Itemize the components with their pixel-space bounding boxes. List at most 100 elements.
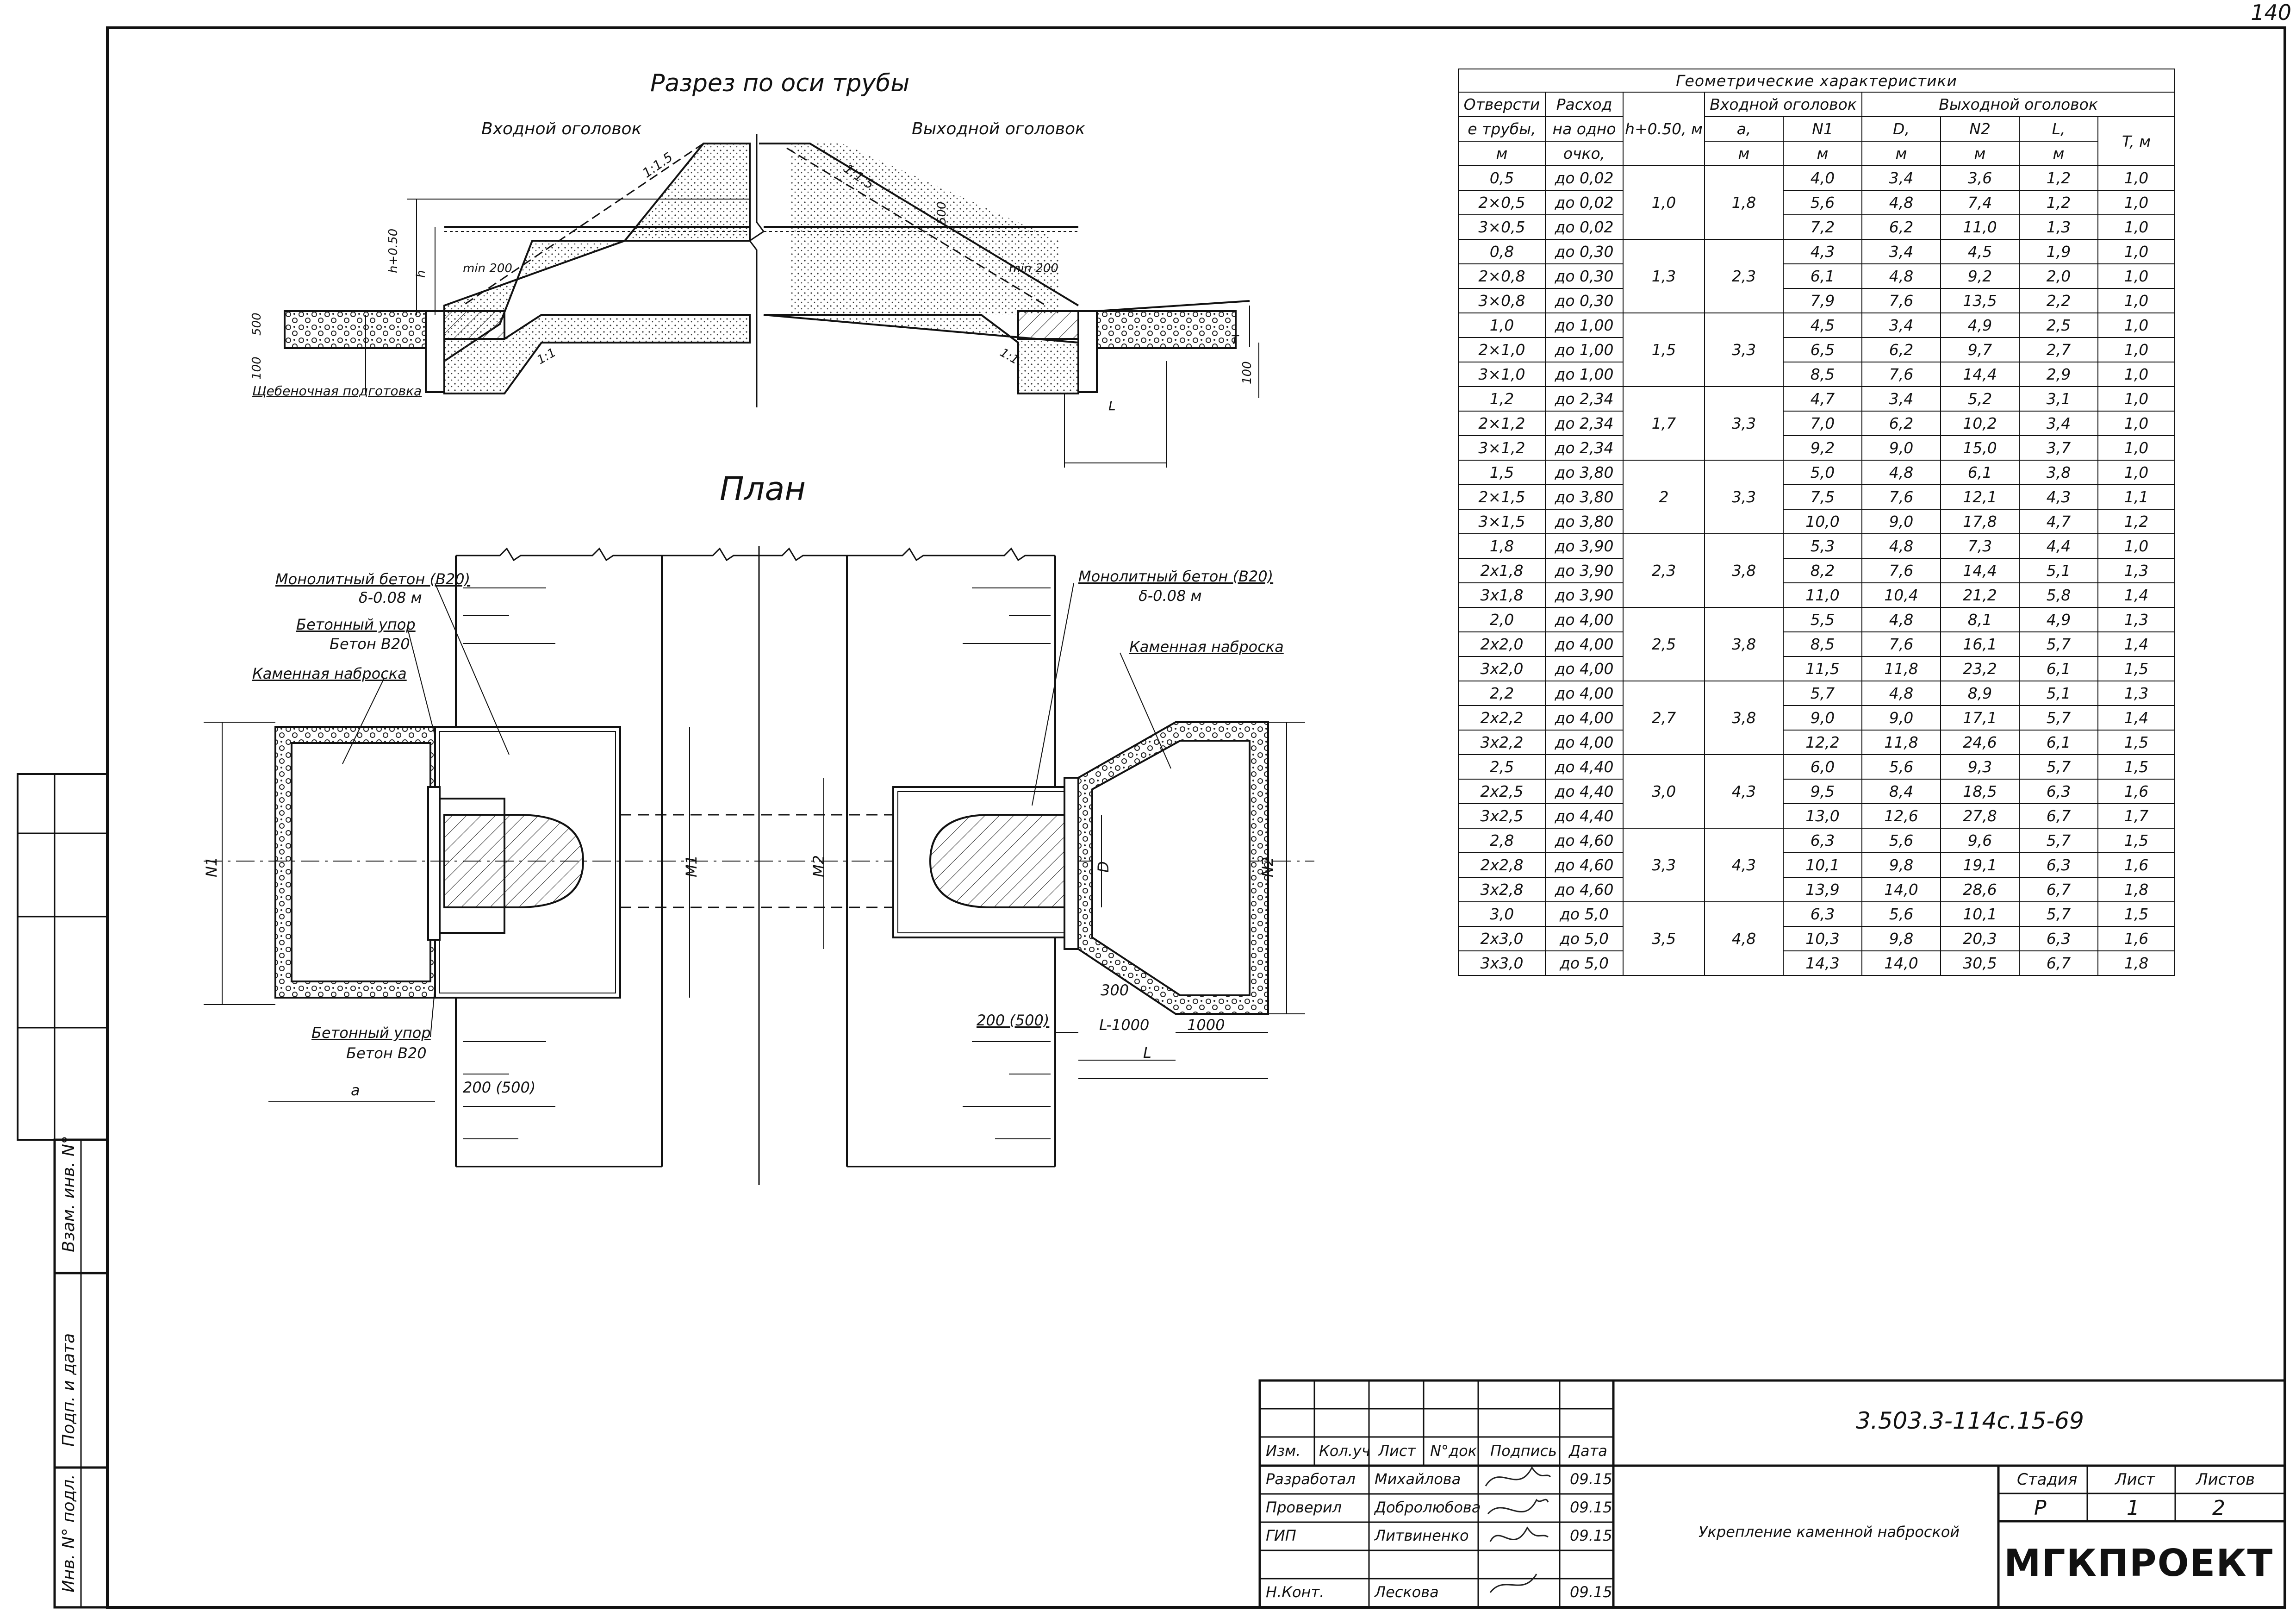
cell-L: 6,7 [2019,803,2098,829]
cell-D: 4,8 [1861,190,1941,215]
cell-D: 14,0 [1861,877,1941,902]
cell-opening: 2×0,5 [1458,190,1546,215]
cell-L: 6,3 [2019,779,2098,804]
cell-N2: 21,2 [1940,582,2020,608]
dim-N1: N1 [203,856,220,877]
hdr-D-2: м [1861,141,1941,166]
cell-h050: 1,0 [1623,165,1705,240]
cell-T: 1,4 [2097,705,2176,731]
side-vzam: Взам. инв. N° [59,1136,78,1252]
cell-L: 5,7 [2019,631,2098,657]
cell-N2: 27,8 [1940,803,2020,829]
cell-a: 4,3 [1704,754,1784,829]
cell-D: 4,8 [1861,681,1941,706]
cell-T: 1,8 [2097,950,2176,976]
cell-N1: 5,0 [1783,460,1862,485]
cell-L: 6,1 [2019,730,2098,755]
section-drawing [284,134,1259,468]
cell-N1: 6,3 [1783,901,1862,927]
cell-a: 4,8 [1704,901,1784,976]
cell-opening: 3х1,8 [1458,582,1546,608]
cell-a: 3,3 [1704,312,1784,387]
cell-flow: до 4,00 [1545,730,1624,755]
cell-D: 9,8 [1861,926,1941,951]
cell-L: 4,9 [2019,607,2098,632]
monolith-left-1: Монолитный бетон (В20) [275,570,471,588]
hdr-D-1: D, [1861,116,1941,142]
cell-T: 1,8 [2097,877,2176,902]
cell-flow: до 3,80 [1545,509,1624,534]
cell-h050: 2 [1623,460,1705,534]
cell-T: 1,0 [2097,533,2176,559]
cell-opening: 3,0 [1458,901,1546,927]
dim-N2: N2 [1259,856,1276,877]
cell-N1: 4,7 [1783,386,1862,412]
cell-N2: 9,7 [1940,337,2020,362]
cell-T: 1,0 [2097,435,2176,461]
cell-L: 4,3 [2019,484,2098,510]
cell-opening: 2,0 [1458,607,1546,632]
cell-a: 3,3 [1704,386,1784,461]
cell-opening: 2×1,2 [1458,411,1546,436]
cell-flow: до 4,40 [1545,803,1624,829]
cell-opening: 2×1,0 [1458,337,1546,362]
dim-200-left: 200 (500) [463,1079,536,1096]
cell-N1: 14,3 [1783,950,1862,976]
hdr-L-2: м [2019,141,2098,166]
cell-L: 1,2 [2019,190,2098,215]
cell-N1: 8,2 [1783,558,1862,583]
cell-T: 1,7 [2097,803,2176,829]
cell-L: 2,9 [2019,362,2098,387]
cell-N2: 14,4 [1940,362,2020,387]
cell-L: 2,2 [2019,288,2098,313]
cell-L: 5,7 [2019,901,2098,927]
cell-opening: 2,2 [1458,681,1546,706]
cell-T: 1,0 [2097,165,2176,191]
cell-N2: 19,1 [1940,852,2020,878]
cell-N2: 15,0 [1940,435,2020,461]
cell-opening: 0,5 [1458,165,1546,191]
cell-D: 9,0 [1861,509,1941,534]
cell-h050: 3,0 [1623,754,1705,829]
cell-opening: 3×1,0 [1458,362,1546,387]
cell-T: 1,3 [2097,607,2176,632]
cell-N1: 11,0 [1783,582,1862,608]
cell-N1: 6,0 [1783,754,1862,780]
role-title: Проверил [1266,1499,1342,1516]
role-date: 09.15 [1570,1499,1612,1516]
hdr-T: T, м [2097,116,2176,166]
riprap-right: Каменная наброска [1129,638,1284,656]
cell-T: 1,3 [2097,681,2176,706]
cell-N2: 13,5 [1940,288,2020,313]
cell-D: 5,6 [1861,828,1941,853]
cell-flow: до 3,80 [1545,484,1624,510]
hdr-h050: h+0.50, м [1623,92,1705,166]
cell-opening: 1,5 [1458,460,1546,485]
cell-flow: до 4,00 [1545,705,1624,731]
cell-flow: до 2,34 [1545,386,1624,412]
cell-N2: 9,6 [1940,828,2020,853]
cell-opening: 3×1,2 [1458,435,1546,461]
hdr-outlet-group: Выходной оголовок [1861,92,2176,117]
cell-N1: 10,1 [1783,852,1862,878]
cell-N2: 3,6 [1940,165,2020,191]
cell-N1: 13,9 [1783,877,1862,902]
cell-T: 1,5 [2097,828,2176,853]
sheet-label: Лист [2115,1470,2155,1489]
col-list: Лист [1378,1442,1416,1460]
cell-L: 6,7 [2019,877,2098,902]
signatures [1485,1466,1551,1593]
cell-N2: 4,5 [1940,239,2020,264]
